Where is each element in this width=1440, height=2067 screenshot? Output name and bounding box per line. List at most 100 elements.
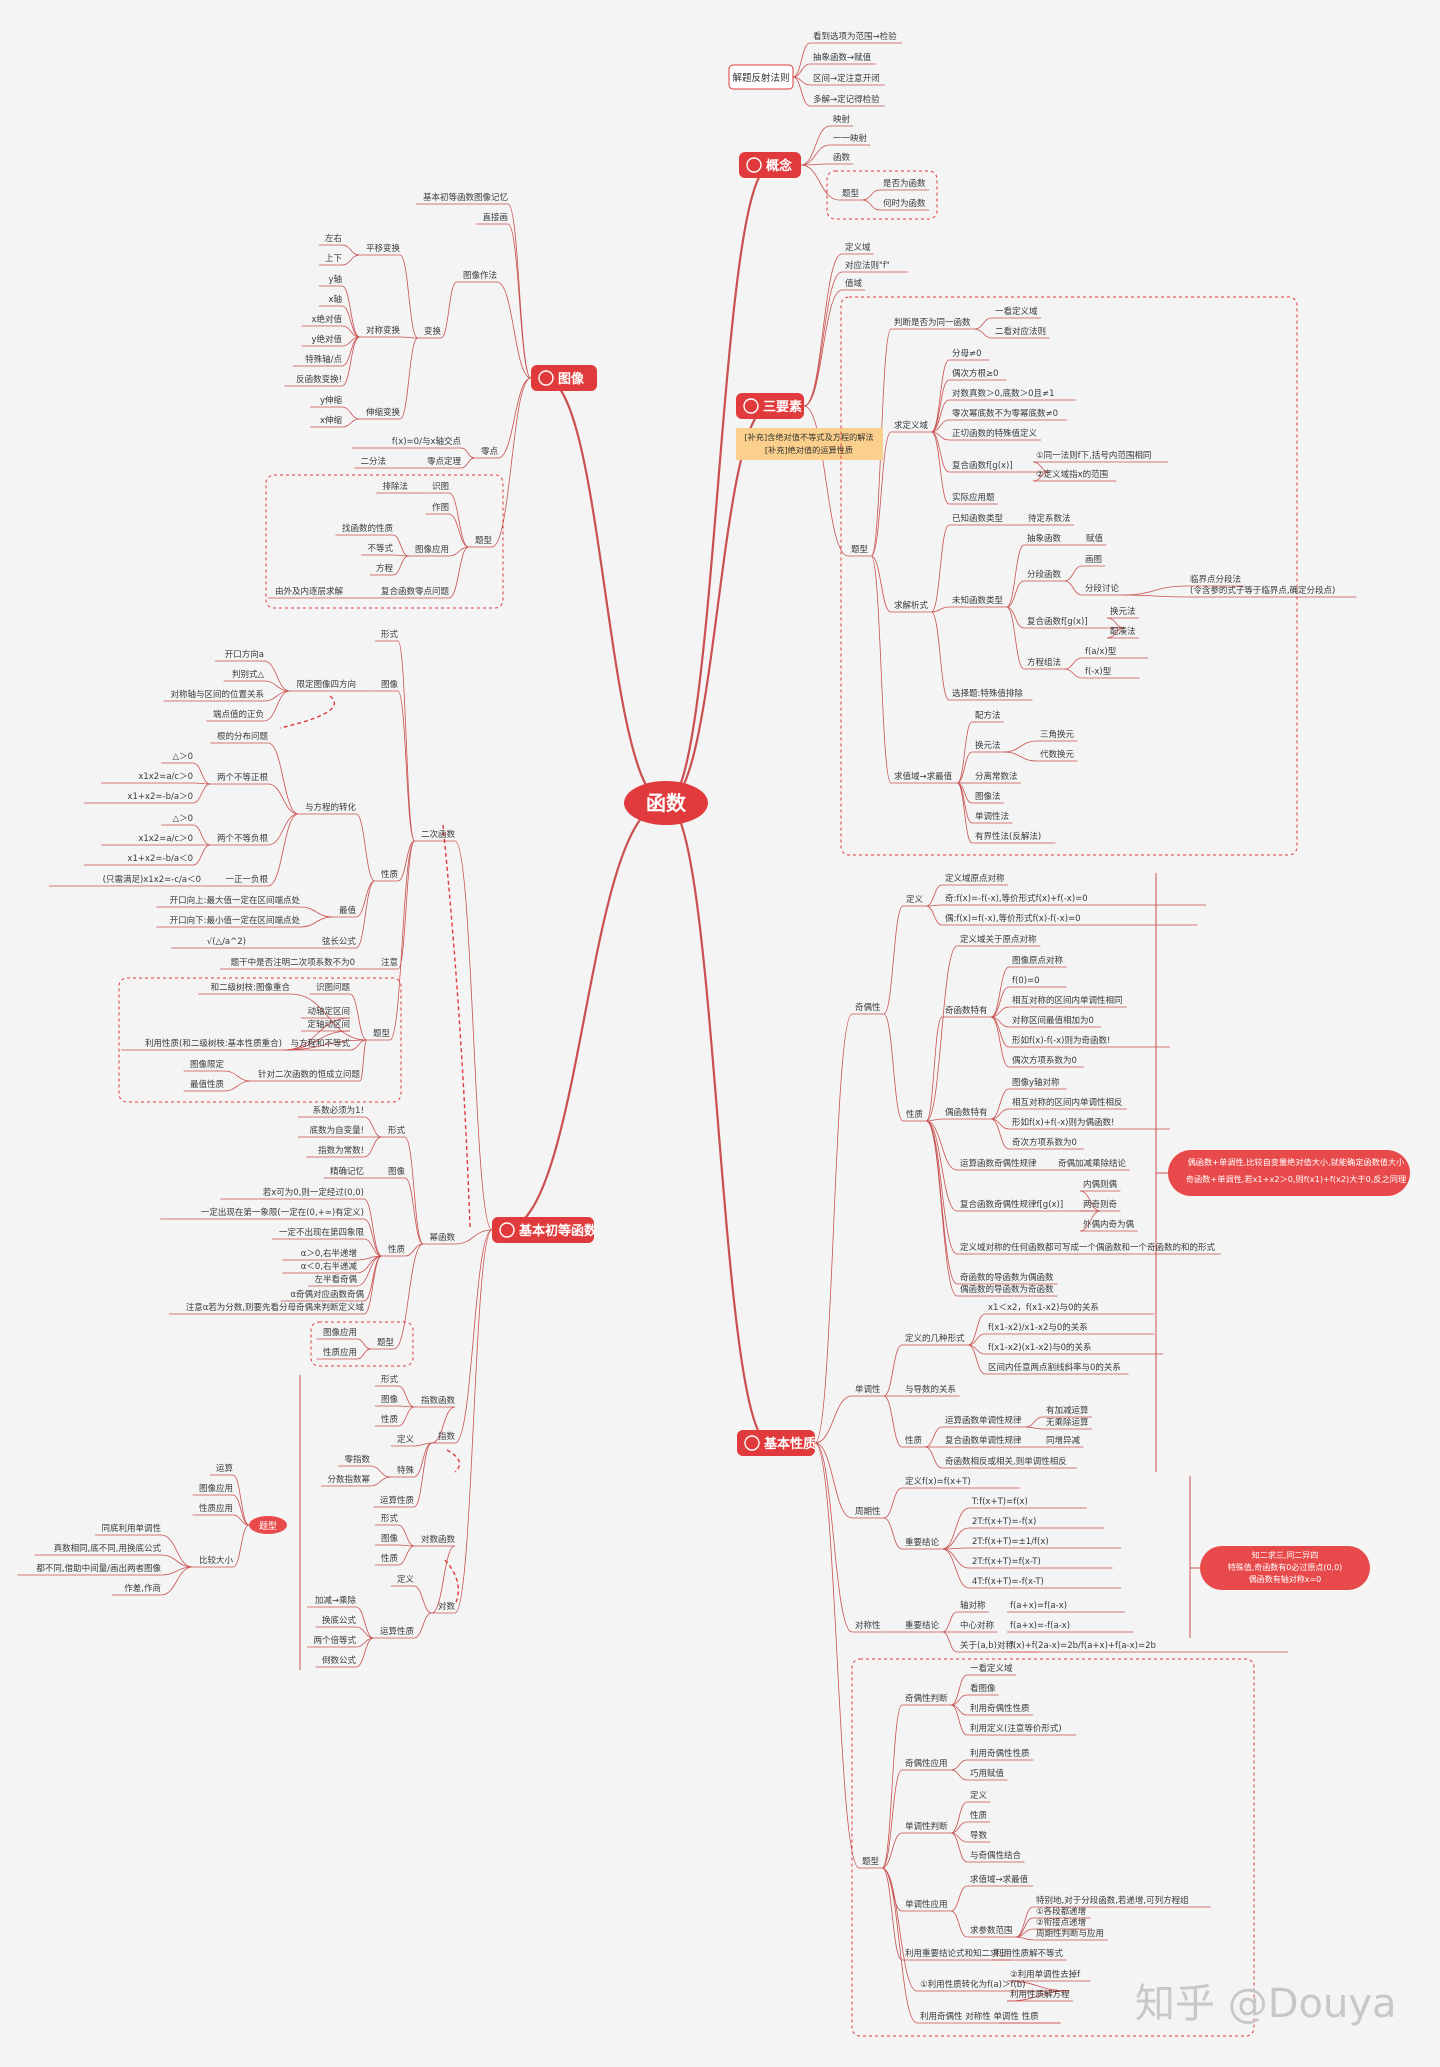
- topic-label[interactable]: 求参数范围: [970, 1925, 1013, 1936]
- topic-label[interactable]: 精确记忆: [330, 1166, 365, 1177]
- topic-label[interactable]: 形式: [381, 1374, 399, 1385]
- topic-label[interactable]: 同增异减: [1046, 1435, 1081, 1446]
- sanyaosu-item[interactable]: 定义域: [845, 242, 871, 253]
- gainian-item[interactable]: 是否为函数: [883, 178, 926, 189]
- topic-label[interactable]: 偶函数的导函数为奇函数: [960, 1284, 1054, 1295]
- topic-label[interactable]: 偶:f(x)=f(-x),等价形式f(x)-f(-x)=0: [945, 913, 1081, 924]
- topic-label[interactable]: 开口方向a: [225, 649, 264, 660]
- sanyaosu-item[interactable]: 对应法则"f": [845, 260, 890, 271]
- topic-label[interactable]: 加减→乘除: [315, 1595, 357, 1606]
- topic-label[interactable]: 未知函数类型: [952, 595, 1004, 606]
- topic-label[interactable]: f(x)+f(2a-x)=2b/f(a+x)+f(a-x)=2b: [1010, 1641, 1156, 1651]
- topic-label[interactable]: 左半看奇偶: [314, 1274, 357, 1285]
- topic-label[interactable]: 利用奇偶性 对称性 单调性 性质: [920, 2011, 1039, 2022]
- topic-label[interactable]: 性质应用: [323, 1347, 357, 1358]
- topic-label[interactable]: 外偶内奇为偶: [1083, 1219, 1134, 1230]
- topic-label[interactable]: 奇偶性判断: [905, 1693, 948, 1704]
- jibenhanshu-tixing-node[interactable]: [249, 1516, 287, 1534]
- topic-label[interactable]: 奇函数的导函数为偶函数: [960, 1272, 1054, 1283]
- gainian-item[interactable]: 映射: [833, 114, 851, 125]
- topic-label[interactable]: 零指数: [344, 1454, 370, 1465]
- topic-label[interactable]: 对称变换: [366, 325, 401, 336]
- topic-label[interactable]: 运算: [216, 1463, 234, 1474]
- topic-label[interactable]: 形如f(x)+f(-x)则为偶函数!: [1012, 1117, 1114, 1128]
- jietifanshe-item[interactable]: 看到选项为范围→检验: [813, 31, 897, 42]
- topic-label[interactable]: x1x2=a/c＞0: [138, 772, 193, 782]
- topic-label[interactable]: 图像应用: [323, 1327, 357, 1338]
- topic-label[interactable]: ①各段都递增: [1036, 1906, 1086, 1917]
- topic-label[interactable]: 伸缩变换: [366, 407, 401, 418]
- jietifanshe-item[interactable]: 区间→定注意开闭: [813, 73, 880, 84]
- tuxiang-node[interactable]: 图像: [531, 365, 597, 391]
- topic-label[interactable]: ②衔接点递增: [1036, 1917, 1086, 1928]
- topic-label[interactable]: 一看定义域: [970, 1663, 1013, 1674]
- topic-label[interactable]: 特别地,对于分段函数,若递增,可列方程组: [1036, 1895, 1189, 1906]
- topic-label[interactable]: 定义: [397, 1434, 415, 1445]
- topic-label[interactable]: 图像应用: [415, 544, 449, 555]
- topic-label[interactable]: 利用性质解方程: [1010, 1989, 1070, 2000]
- topic-label[interactable]: 待定系数法: [1028, 513, 1071, 524]
- topic-label[interactable]: 周期性判断与应用: [1036, 1928, 1104, 1939]
- topic-label[interactable]: 零点定理: [427, 456, 462, 467]
- gainian-item[interactable]: 函数: [833, 152, 851, 163]
- topic-label[interactable]: 左右: [325, 233, 342, 244]
- topic-label[interactable]: 指数: [438, 1431, 456, 1442]
- topic-label[interactable]: 分母≠0: [952, 349, 982, 359]
- topic-label[interactable]: 内偶则偶: [1083, 1179, 1117, 1190]
- topic-label[interactable]: 幂函数: [429, 1232, 455, 1243]
- topic-label[interactable]: 分段函数: [1027, 569, 1062, 580]
- topic-label[interactable]: 正切函数的特殊值定义: [952, 428, 1038, 439]
- topic-label[interactable]: 重要结论: [905, 1537, 940, 1548]
- topic-label[interactable]: 图像原点对称: [1012, 955, 1064, 966]
- topic-label[interactable]: 限定图像四方向: [296, 679, 356, 690]
- topic-label[interactable]: 单调性法: [975, 811, 1009, 822]
- topic-label[interactable]: y伸缩: [320, 395, 343, 406]
- topic-label[interactable]: 性质: [381, 1414, 399, 1425]
- topic-label[interactable]: √(△/a^2): [207, 937, 246, 947]
- topic-label[interactable]: 利用性质解不等式: [995, 1948, 1064, 1959]
- topic-label[interactable]: 题型: [475, 536, 493, 546]
- topic-label[interactable]: 找函数的性质: [342, 523, 394, 534]
- topic-label[interactable]: 二看对应法则: [995, 326, 1046, 337]
- topic-label[interactable]: 轴对称: [960, 1600, 986, 1611]
- topic-label[interactable]: 反函数变换!: [296, 374, 342, 385]
- topic-label[interactable]: 利用重要结论式和知二求三: [905, 1948, 1007, 1959]
- topic-label[interactable]: 对数: [438, 1601, 456, 1612]
- topic-label[interactable]: 作图: [432, 502, 449, 513]
- topic-label[interactable]: 性质应用: [199, 1503, 233, 1514]
- topic-label[interactable]: 图像应用: [199, 1483, 233, 1494]
- topic-label[interactable]: 开口向上:最大值一定在区间端点处: [170, 895, 301, 906]
- topic-label[interactable]: 与奇偶性结合: [970, 1850, 1022, 1861]
- topic-label[interactable]: 图像y轴对称: [1012, 1077, 1060, 1088]
- topic-label[interactable]: 最值: [339, 905, 357, 916]
- topic-label[interactable]: 换元法: [975, 740, 1001, 751]
- topic-label[interactable]: 端点值的正负: [213, 709, 264, 720]
- topic-label[interactable]: 求值域→求最值: [970, 1874, 1029, 1885]
- topic-label[interactable]: x1+x2=-b/a＜0: [127, 854, 193, 864]
- jietifanshe-node[interactable]: [728, 64, 794, 90]
- topic-label[interactable]: 两个不等正根: [217, 772, 269, 783]
- topic-label[interactable]: ①利用性质转化为f(a)＞f(b): [920, 1979, 1025, 1990]
- topic-label[interactable]: 一看定义域: [995, 306, 1038, 317]
- topic-label[interactable]: 形如f(x)-f(-x)则为奇函数!: [1012, 1035, 1110, 1046]
- topic-label[interactable]: 若x可为0,则一定经过(0,0): [263, 1187, 364, 1198]
- jietifanshe-item[interactable]: 抽象函数→赋值: [813, 52, 872, 63]
- topic-label[interactable]: f(a+x)=f(a-x): [1010, 1601, 1067, 1611]
- topic-label[interactable]: ①同一法则f下,括号内范围相同: [1036, 450, 1151, 461]
- topic-label[interactable]: 巧用赋值: [970, 1768, 1005, 1779]
- topic-label[interactable]: 偶次方项系数为0: [1012, 1055, 1077, 1066]
- topic-label[interactable]: 换底公式: [322, 1615, 357, 1626]
- topic-label[interactable]: 复合函数奇偶性规律f[g(x)]: [960, 1199, 1063, 1210]
- topic-label[interactable]: 换元法: [1110, 606, 1136, 617]
- topic-label[interactable]: 求解析式: [894, 600, 929, 611]
- topic-label[interactable]: 分数指数幂: [327, 1474, 370, 1485]
- topic-label[interactable]: 2T:f(x+T)=f(x-T): [972, 1557, 1041, 1567]
- topic-label[interactable]: 都不同,借助中间量/画出两者图像: [36, 1563, 161, 1574]
- topic-label[interactable]: 二次函数: [421, 829, 456, 840]
- topic-label[interactable]: 两个不等负根: [217, 833, 269, 844]
- topic-label[interactable]: 奇偶性应用: [905, 1758, 948, 1769]
- topic-label[interactable]: 无乘除运算: [1046, 1417, 1089, 1428]
- topic-label[interactable]: 奇函数特有: [945, 1005, 988, 1016]
- topic-label[interactable]: 上下: [325, 254, 343, 264]
- topic-label[interactable]: 2T:f(x+T)=-f(x): [972, 1517, 1036, 1527]
